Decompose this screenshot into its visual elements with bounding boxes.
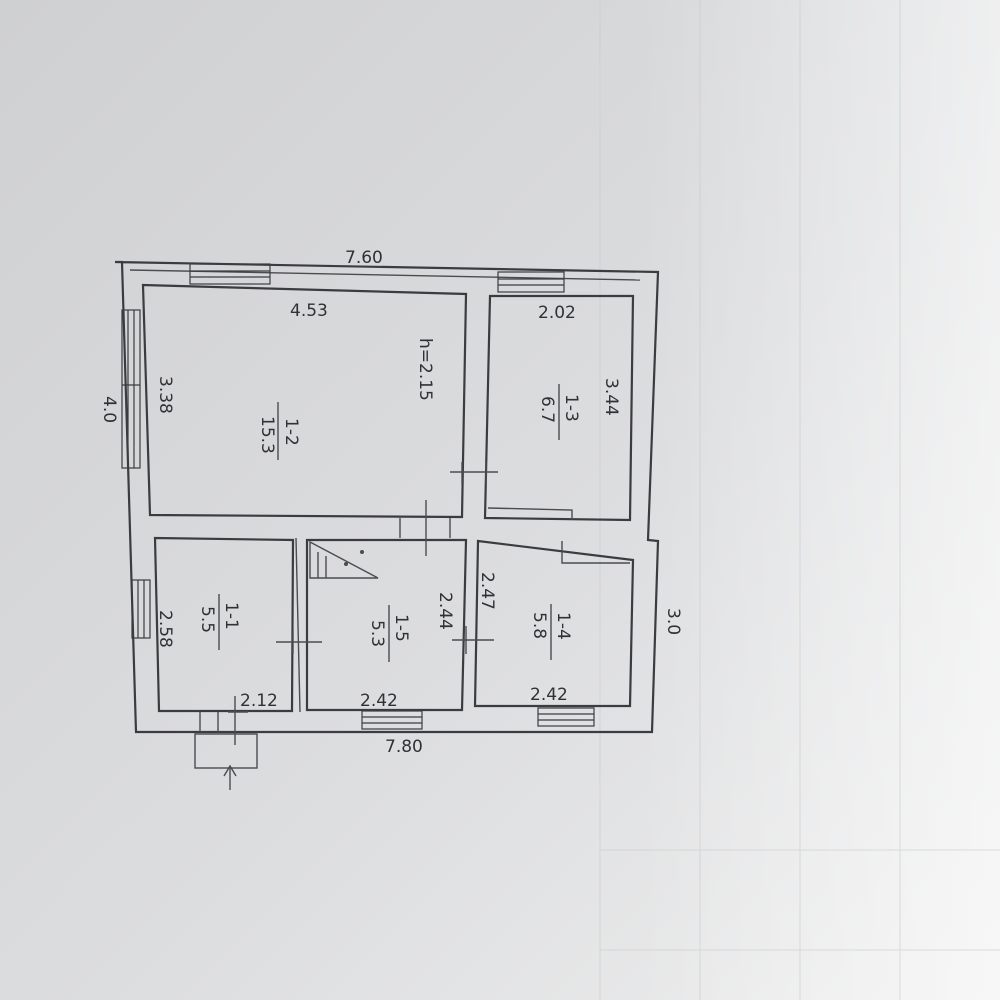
room-1-5-area: 5.3: [367, 620, 387, 647]
room-1-2-outline: [141, 283, 468, 519]
fraction-bars: [218, 384, 560, 662]
room-1-1-outline: [153, 536, 295, 713]
window-left-lower: [131, 579, 151, 639]
faint-grid: [599, 0, 1000, 1000]
door-room-1-2-to-1-5: [399, 500, 451, 556]
room-outlines: [141, 283, 635, 713]
entrance-porch: [194, 696, 258, 790]
right-depth: 3.0: [663, 608, 683, 635]
overall-width-bottom: 7.80: [385, 737, 423, 757]
room-1-1-area: 5.5: [197, 606, 217, 633]
room-1-5-depth: 2.44: [435, 592, 455, 630]
door-room-1-2-to-1-3: [450, 462, 498, 484]
window-top-right: [497, 271, 565, 293]
left-depth: 4.0: [99, 396, 119, 423]
door-room-1-5-to-1-4: [452, 626, 494, 654]
doors: [194, 462, 498, 790]
room-1-4-depth: 2.47: [477, 572, 497, 610]
door-room-1-1-to-1-5: [276, 630, 322, 654]
room-1-1-id: 1-1: [221, 602, 241, 630]
room-1-3-width: 2.02: [538, 303, 576, 323]
windows: [121, 263, 595, 730]
room-1-1-depth: 2.58: [155, 610, 175, 648]
stairs-symbol: [309, 540, 379, 579]
room-1-4-area: 5.8: [529, 612, 549, 639]
room-1-5-width: 2.42: [360, 691, 398, 711]
room-1-3-id: 1-3: [561, 394, 581, 422]
window-bottom-right: [537, 707, 595, 727]
outer-walls: [114, 260, 660, 734]
room-1-5-id: 1-5: [391, 614, 411, 642]
window-top-left: [189, 263, 271, 285]
room-1-3-area: 6.7: [537, 396, 557, 423]
room-1-3-outline: [483, 294, 635, 522]
room-1-2-depth: 3.38: [155, 376, 175, 414]
window-left-upper: [121, 309, 141, 469]
room-1-4-width: 2.42: [530, 685, 568, 705]
room-1-5-outline: [305, 538, 468, 712]
room-1-2-area: 15.3: [257, 416, 277, 454]
room-1-3-depth: 3.44: [601, 378, 621, 416]
room-1-2-ceiling: h=2.15: [415, 338, 435, 401]
room-1-2-id: 1-2: [281, 418, 301, 446]
window-bottom-middle: [361, 710, 423, 730]
room-1-4-outline: [473, 539, 635, 708]
room-1-1-width: 2.12: [240, 691, 278, 711]
overall-width-top: 7.60: [345, 248, 383, 268]
room-1-4-id: 1-4: [553, 612, 573, 640]
room-1-2-width: 4.53: [290, 301, 328, 321]
